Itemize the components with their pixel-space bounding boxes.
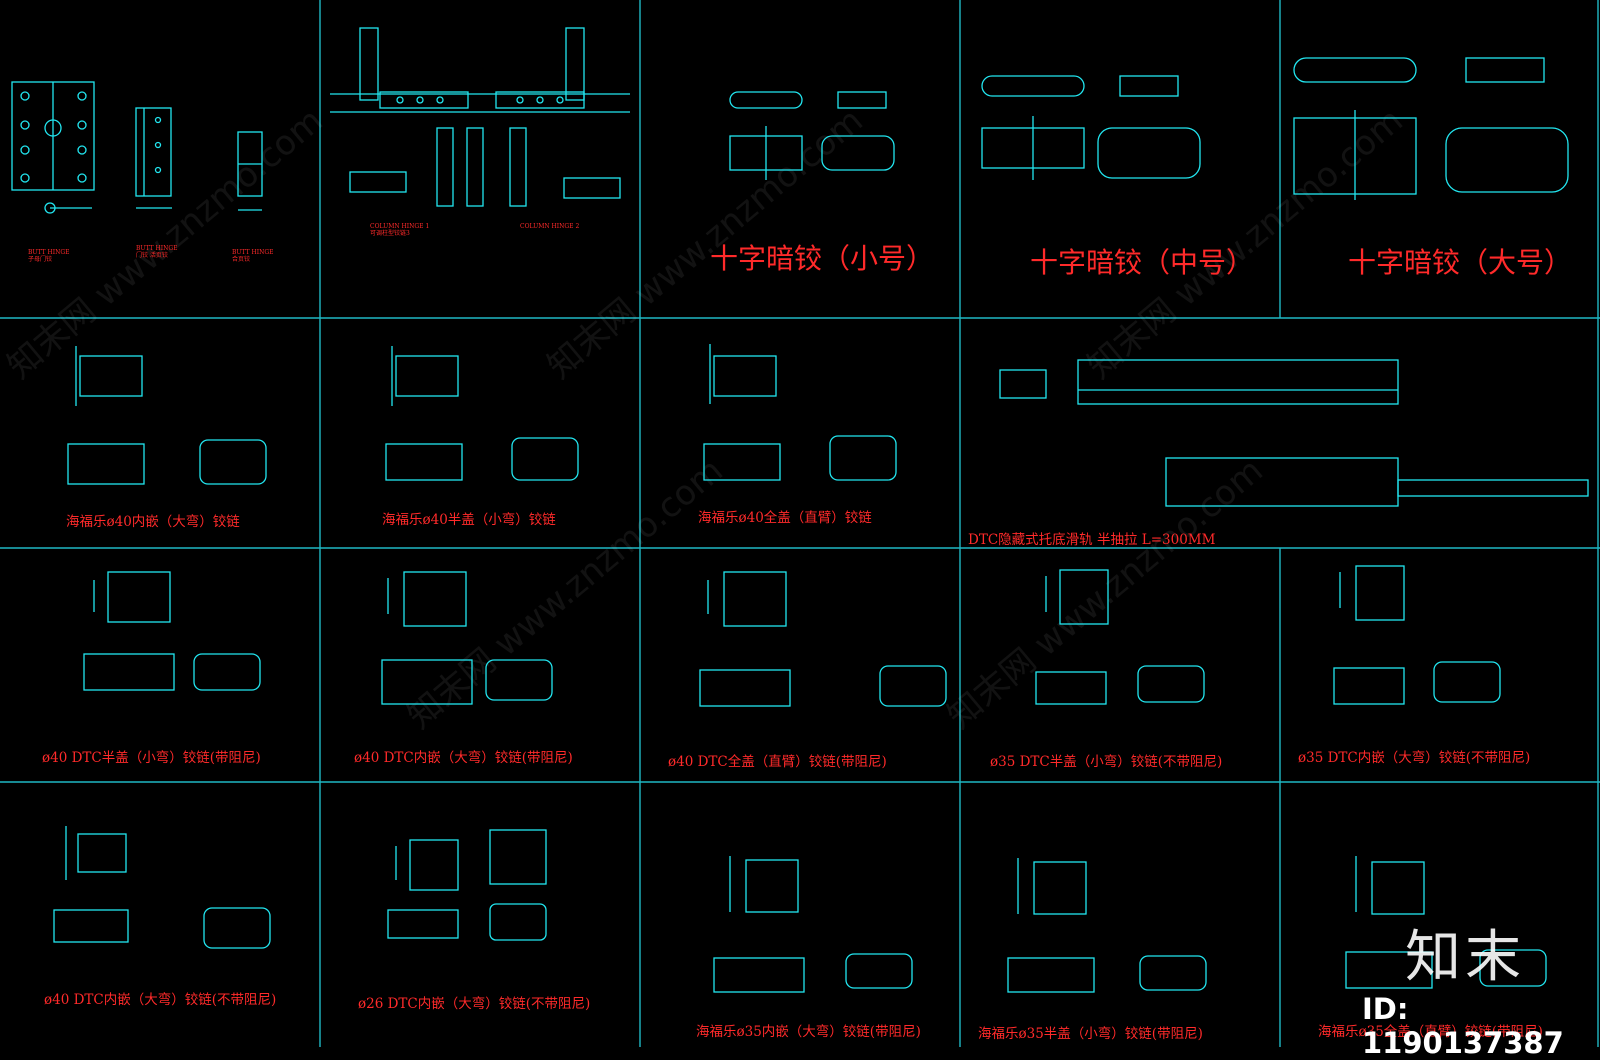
cell-cross-hinge-medium: 十字暗铰（中号） (981, 75, 1254, 279)
cell-hinge-r3c4: 海福乐ø35全盖（直臂）铰链(带阻尼) (1318, 856, 1547, 1040)
cell-cross-hinge-large: 十字暗铰（大号） (1293, 57, 1572, 279)
cell-hinge-r2c0: ø40 DTC半盖（小弯）铰链(带阻尼) (42, 571, 261, 766)
cell-hinge-r2c3: ø35 DTC半盖（小弯）铰链(不带阻尼) (990, 569, 1222, 770)
cell-label: ø40 DTC内嵌（大弯）铰链(不带阻尼) (44, 991, 276, 1008)
brand-logo: 知末 (1405, 925, 1525, 990)
cell-label: 海福乐ø40内嵌（大弯）铰链 (66, 513, 240, 530)
cell-hinge-r2c2: ø40 DTC全盖（直臂）铰链(带阻尼) (668, 571, 947, 770)
cell-label: 海福乐ø35半盖（小弯）铰链(带阻尼) (978, 1025, 1203, 1042)
cell-label: 十字暗铰（小号） (710, 242, 934, 275)
watermark: 知末网 www.znzmo.com (0, 100, 331, 386)
cell-label: 十字暗铰（中号） (1030, 246, 1254, 279)
cell-hinge-r3c3: 海福乐ø35半盖（小弯）铰链(带阻尼) (978, 858, 1207, 1042)
cell-drawer-slide: DTC隐藏式托底滑轨 半抽拉 L=300MM (968, 359, 1589, 548)
cell-label: ø26 DTC内嵌（大弯）铰链(不带阻尼) (358, 995, 590, 1012)
cell-label: 海福乐ø40全盖（直臂）铰链 (698, 509, 872, 526)
cell-label: COLUMN HINGE 2 (520, 223, 579, 230)
cell-label: DTC隐藏式托底滑轨 半抽拉 L=300MM (968, 532, 1216, 548)
cell-label: ø35 DTC半盖（小弯）铰链(不带阻尼) (990, 753, 1222, 770)
cell-hinge-r1c1: 海福乐ø40半盖（小弯）铰链 (382, 346, 579, 528)
cell-label: ø35 DTC内嵌（大弯）铰链(不带阻尼) (1298, 749, 1530, 766)
cell-label: ø40 DTC内嵌（大弯）铰链(带阻尼) (354, 749, 573, 766)
cell-hinge-r1c0: 海福乐ø40内嵌（大弯）铰链 (66, 346, 267, 530)
watermark: 知末网 www.znzmo.com (400, 450, 731, 736)
cell-label: ø40 DTC全盖（直臂）铰链(带阻尼) (668, 753, 887, 770)
cell-hinge-r1c2: 海福乐ø40全盖（直臂）铰链 (698, 344, 897, 526)
watermark: 知末网 www.znzmo.com (1080, 100, 1411, 386)
cell-cross-hinge-small: 十字暗铰（小号） (710, 91, 934, 275)
cell-label: ø40 DTC半盖（小弯）铰链(带阻尼) (42, 749, 261, 766)
cell-label: 海福乐ø35全盖（直臂）铰链(带阻尼) (1318, 1023, 1543, 1040)
watermark: 知末网 www.znzmo.com (940, 450, 1271, 736)
watermark-layer: 知末网 www.znzmo.com 知末网 www.znzmo.com 知末网 … (0, 100, 1411, 736)
cell-hinge-r2c4: ø35 DTC内嵌（大弯）铰链(不带阻尼) (1298, 565, 1530, 766)
cell-label: 海福乐ø35内嵌（大弯）铰链(带阻尼) (696, 1023, 921, 1040)
cell-label: 十字暗铰（大号） (1348, 246, 1572, 279)
cell-hinge-r2c1: ø40 DTC内嵌（大弯）铰链(带阻尼) (354, 571, 573, 766)
cell-label: 海福乐ø40半盖（小弯）铰链 (382, 511, 556, 528)
id-badge: ID: 1190137387 (1362, 992, 1564, 1060)
cell-hinge-r3c1: ø26 DTC内嵌（大弯）铰链(不带阻尼) (358, 829, 590, 1012)
cell-hinge-r3c2: 海福乐ø35内嵌（大弯）铰链(带阻尼) (696, 856, 921, 1040)
cell-hinge-r3c0: ø40 DTC内嵌（大弯）铰链(不带阻尼) (44, 826, 276, 1008)
